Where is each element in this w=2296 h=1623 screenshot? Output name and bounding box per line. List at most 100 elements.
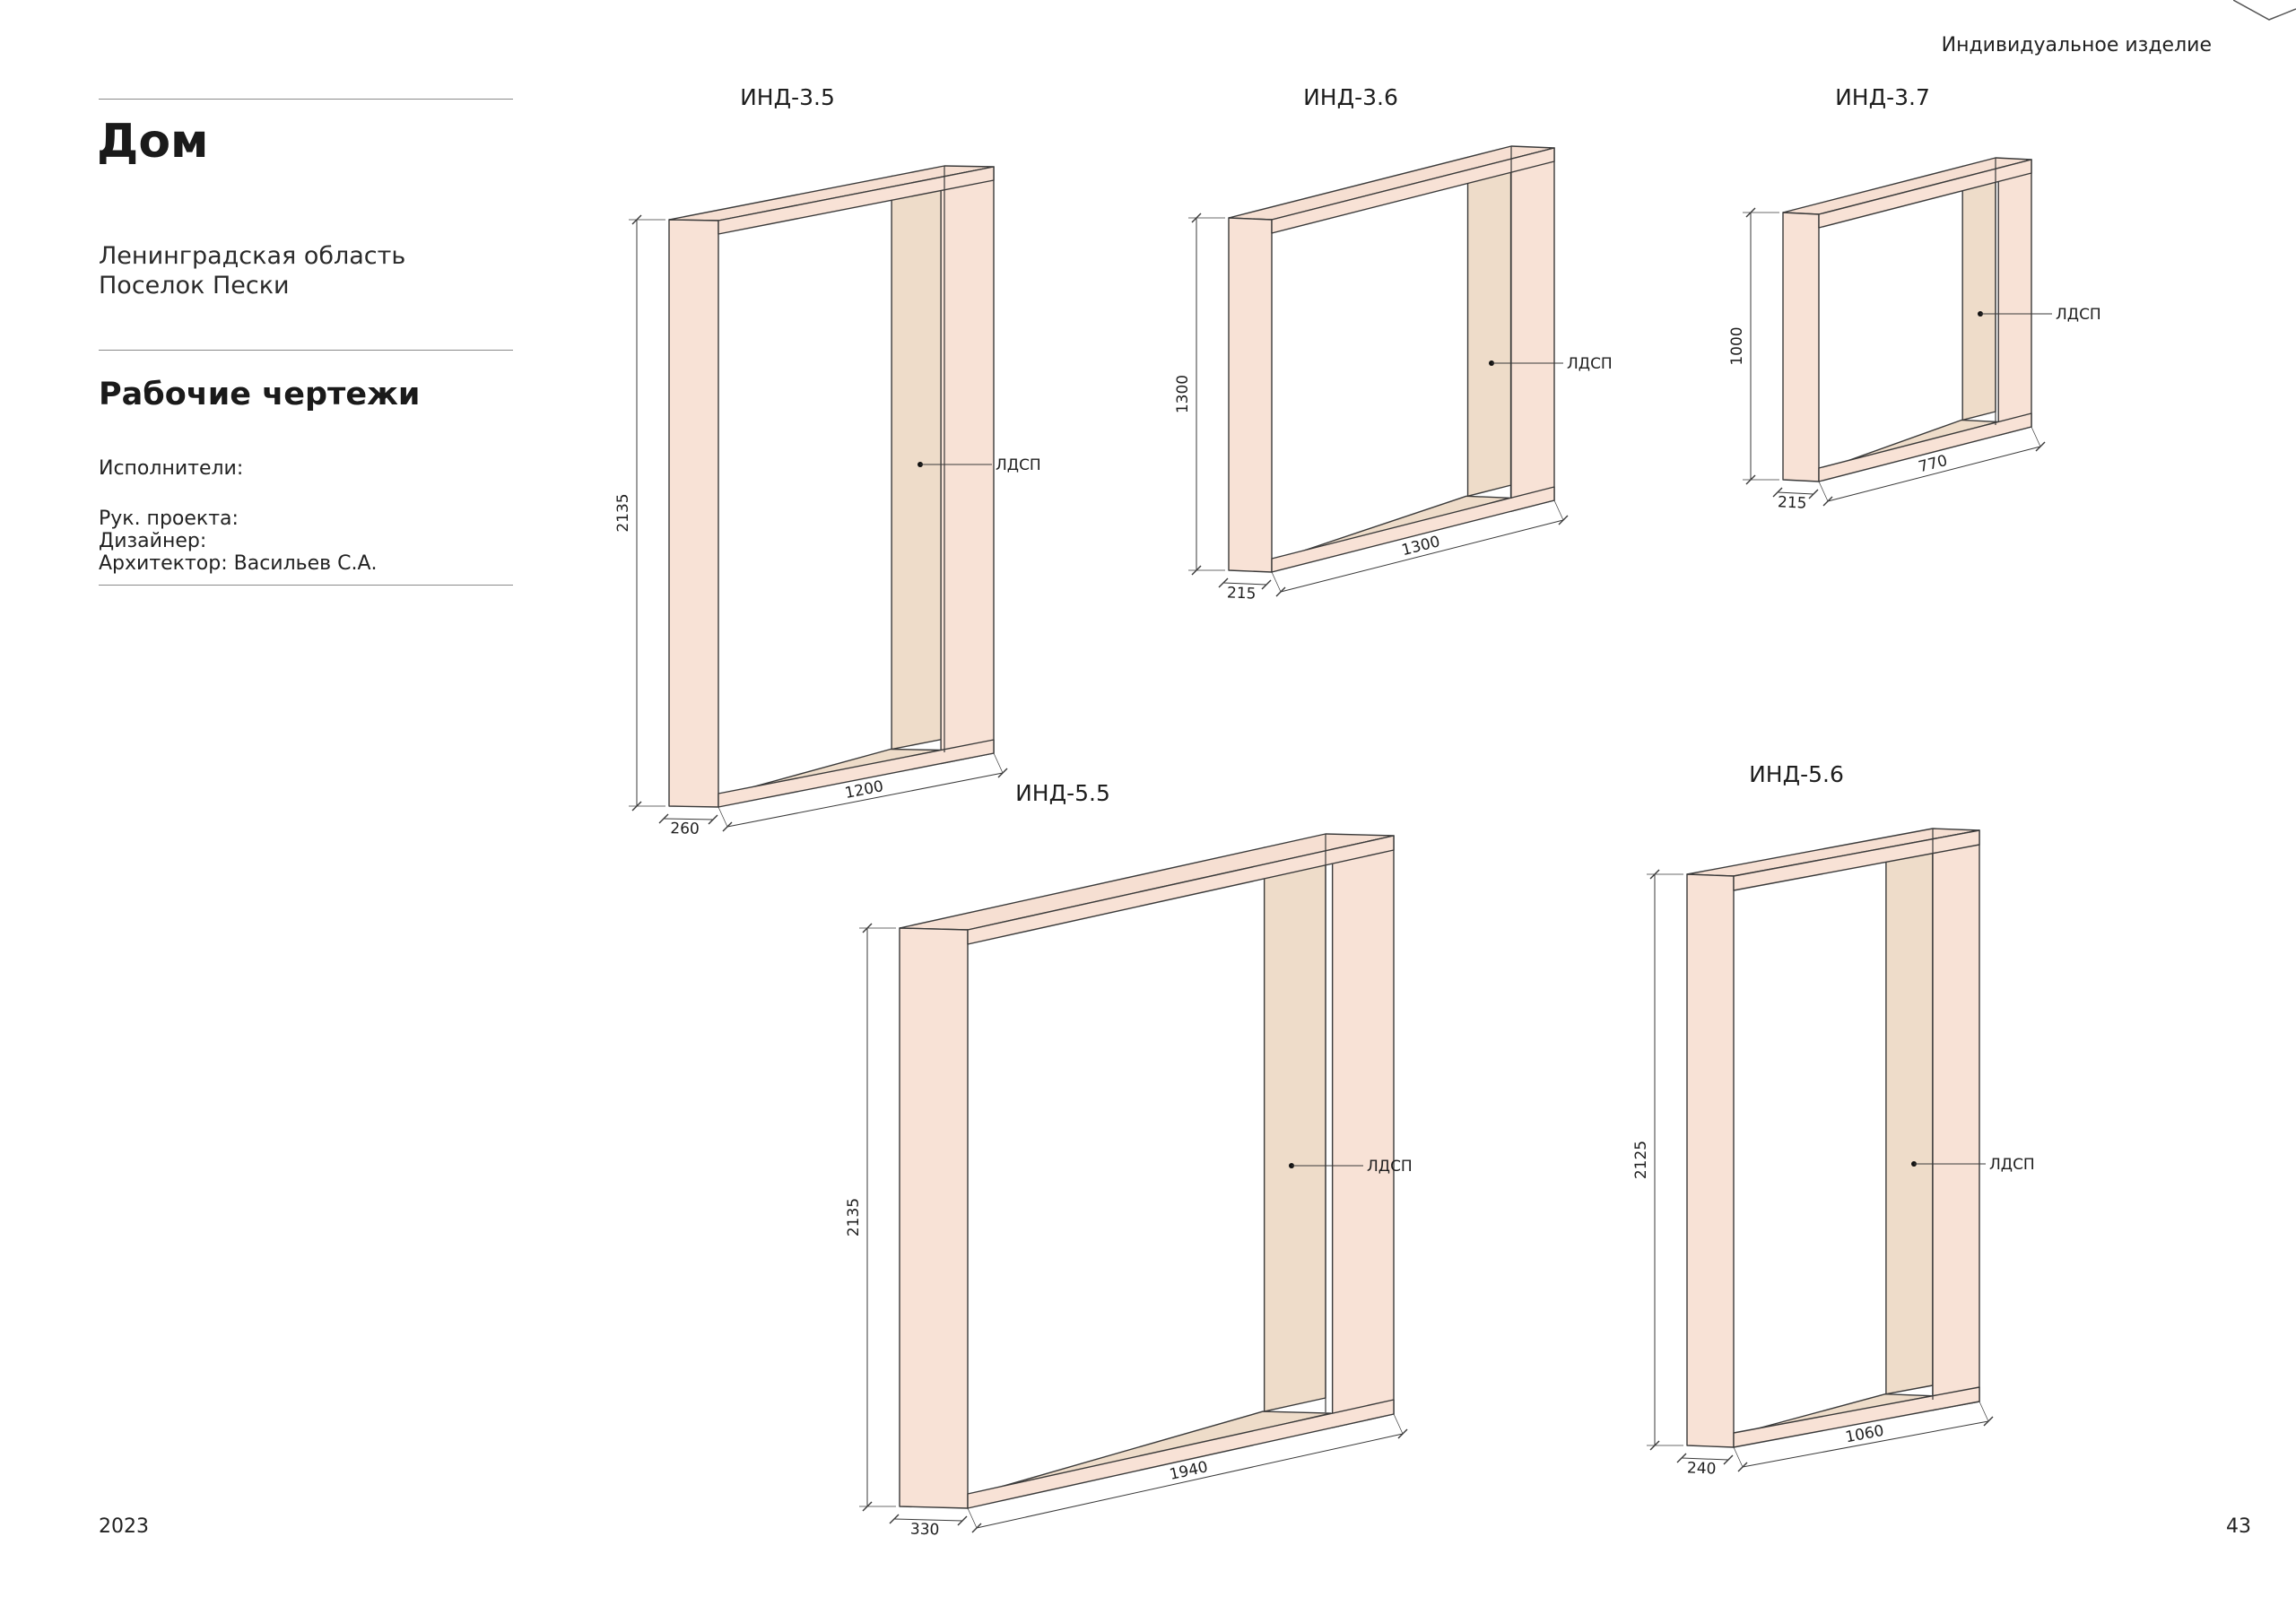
depth-tick-b [708, 814, 718, 825]
height-tick-bottom [1191, 565, 1202, 576]
inner-side-panel [1961, 165, 1996, 421]
divider-middle [99, 350, 513, 351]
depth-dimension-line [663, 818, 714, 820]
project-lead-label: Рук. проекта: [99, 508, 239, 530]
width-tick-b [1983, 1416, 1994, 1427]
width-dimension-line [1827, 446, 2041, 502]
height-tick-top [1745, 207, 1756, 218]
height-dimension-label: 2135 [845, 1198, 863, 1237]
width-ext-a [1271, 571, 1282, 593]
depth-tick-a [1676, 1453, 1687, 1463]
top-panel-front [967, 835, 1395, 945]
depth-tick-a [1772, 487, 1783, 498]
width-ext-b [1553, 499, 1564, 521]
width-ext-a [1733, 1446, 1744, 1468]
depth-dimension-line [1222, 582, 1267, 586]
depth-tick-b [1723, 1454, 1734, 1465]
depth-dimension-label: 330 [910, 1521, 940, 1540]
project-title: Дом [97, 115, 209, 169]
bottom-panel-front [1271, 486, 1555, 573]
width-dimension-line [1280, 519, 1564, 593]
height-tick-bottom [1649, 1440, 1660, 1451]
architect-label: Архитектор: Васильев С.А. [99, 552, 378, 575]
left-panel-front [1782, 212, 1820, 482]
width-ext-a [718, 806, 728, 828]
inner-side-panel [891, 175, 945, 751]
material-label: ЛДСП [2056, 306, 2101, 324]
depth-tick-b [957, 1515, 968, 1526]
footer-year: 2023 [99, 1515, 149, 1538]
width-ext-b [2031, 426, 2041, 447]
width-dimension-line [976, 1433, 1404, 1529]
depth-dimension-line [893, 1518, 963, 1522]
left-panel-front [1686, 873, 1735, 1448]
depth-dimension-line [1777, 491, 1814, 495]
right-panel-front [1932, 829, 1980, 1411]
width-ext-a [1818, 481, 1829, 502]
left-panel-front [1228, 217, 1273, 573]
executors-label: Исполнители: [99, 457, 244, 480]
corner-mark-icon [2233, 0, 2296, 21]
material-label: ЛДСП [1567, 355, 1613, 373]
height-dimension-label: 2125 [1632, 1141, 1650, 1179]
top-panel-front [1271, 147, 1555, 234]
width-tick-b [1397, 1428, 1408, 1439]
height-tick-bottom [862, 1501, 873, 1512]
top-panel-front [718, 166, 995, 235]
right-panel-front [1997, 159, 2032, 437]
width-ext-b [993, 752, 1004, 774]
material-label: ЛДСП [1989, 1156, 2035, 1174]
height-dimension-label: 1000 [1728, 326, 1746, 365]
divider-bottom [99, 585, 513, 586]
depth-dimension-label: 240 [1687, 1459, 1717, 1478]
width-tick-b [1558, 515, 1569, 525]
material-label: ЛДСП [1367, 1158, 1413, 1176]
width-tick-a [1822, 496, 1833, 507]
top-panel-front [1733, 829, 1980, 891]
depth-tick-a [1218, 577, 1229, 588]
right-panel-front [1331, 835, 1395, 1428]
frame-tag: ИНД-3.5 [740, 84, 835, 110]
sheet-header-title: Индивидуальное изделие [1941, 34, 2212, 56]
width-ext-a [967, 1507, 978, 1529]
height-tick-bottom [1745, 474, 1756, 485]
page-number: 43 [2226, 1515, 2251, 1538]
width-dimension-line [1742, 1420, 1989, 1468]
section-title: Рабочие чертежи [99, 377, 421, 412]
depth-dimension-label: 215 [1778, 493, 1807, 513]
depth-tick-a [658, 813, 669, 824]
depth-tick-b [1261, 579, 1272, 590]
divider-top [99, 99, 513, 100]
frame-tag: ИНД-3.6 [1303, 84, 1398, 110]
depth-dimension-label: 260 [670, 820, 700, 838]
width-ext-b [1979, 1401, 1989, 1422]
height-dimension-label: 1300 [1174, 375, 1192, 413]
width-tick-a [722, 821, 733, 832]
top-panel-front [1818, 159, 2032, 229]
height-tick-top [631, 214, 642, 225]
width-dimension-line [726, 772, 1004, 828]
width-tick-a [1737, 1462, 1748, 1472]
frame-tag: ИНД-5.5 [1015, 780, 1110, 806]
depth-tick-b [1808, 489, 1819, 499]
width-tick-a [971, 1523, 982, 1533]
inner-side-panel [1263, 846, 1326, 1412]
location-region: Ленинградская область [99, 242, 406, 270]
height-tick-bottom [631, 801, 642, 812]
frame-tag: ИНД-3.7 [1835, 84, 1930, 110]
location-settlement: Поселок Пески [99, 272, 290, 299]
depth-tick-a [889, 1514, 900, 1524]
height-tick-top [862, 923, 873, 933]
depth-dimension-line [1681, 1457, 1729, 1461]
width-tick-b [2035, 441, 2046, 452]
bottom-panel-front [967, 1399, 1395, 1509]
frame-tag: ИНД-5.6 [1749, 761, 1844, 787]
width-tick-a [1275, 586, 1286, 597]
material-label: ЛДСП [996, 456, 1041, 474]
